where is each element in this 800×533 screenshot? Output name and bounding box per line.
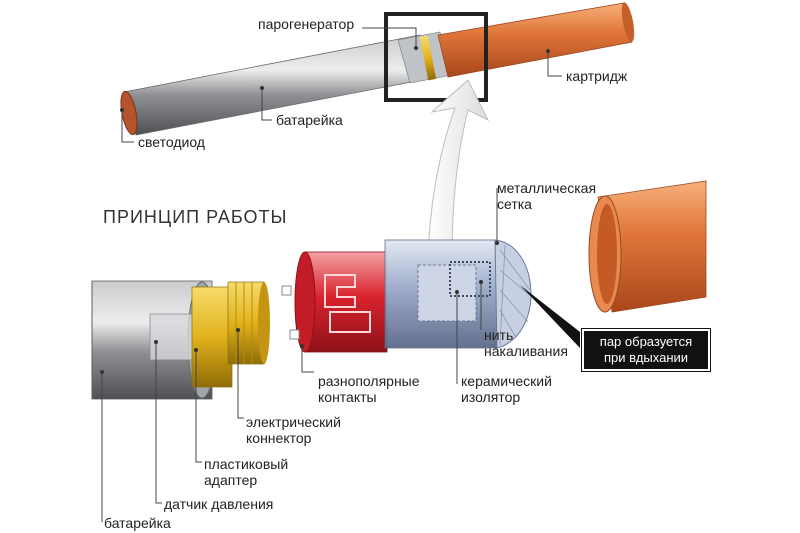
leader-dot	[300, 344, 304, 348]
filament-coil	[449, 261, 491, 297]
leader-lines	[101, 27, 562, 522]
label-battery-top: батарейка	[276, 112, 343, 128]
vapor-callout-pointer	[520, 285, 580, 348]
brass-connector	[191, 281, 270, 388]
leader-led	[121, 110, 134, 143]
leader-dot	[194, 348, 198, 352]
label-ceramic-insulator: керамический изолятор	[461, 373, 552, 405]
connector-end	[258, 282, 270, 364]
red-contact-section	[304, 251, 388, 353]
label-cartridge: картридж	[566, 68, 628, 84]
zoom-box	[384, 12, 488, 102]
top-brass-ring	[419, 35, 437, 81]
leader-battery-top	[261, 88, 272, 121]
leader-dot	[100, 370, 104, 374]
mesh-pattern	[499, 244, 536, 346]
leader-vaporizer	[362, 27, 417, 48]
atomizer	[294, 239, 536, 353]
leader-dot	[455, 290, 459, 294]
leader-adapter	[195, 350, 202, 463]
diagram-heading: ПРИНЦИП РАБОТЫ	[103, 207, 288, 227]
label-contacts: разнополярные контакты	[318, 373, 420, 405]
leader-dot	[154, 340, 158, 344]
label-battery-bottom: батарейка	[104, 515, 171, 531]
label-vaporizer: парогенератор	[258, 16, 355, 32]
contact-pattern	[324, 274, 371, 333]
assembled-cigarette	[120, 2, 635, 136]
leader-dot	[236, 328, 240, 332]
leader-dot	[479, 280, 483, 284]
leader-dots	[100, 46, 550, 374]
vapor-callout: пар образуется при вдыхании	[581, 328, 711, 372]
contact-marker	[289, 329, 300, 340]
plastic-adapter	[191, 286, 233, 388]
leader-connector	[237, 330, 244, 419]
leader-dot	[495, 241, 499, 245]
leader-dot	[120, 108, 124, 112]
leader-dot	[546, 49, 550, 53]
leader-dot	[260, 86, 264, 90]
loose-cartridge	[588, 180, 707, 313]
label-led: светодиод	[138, 134, 205, 150]
leader-cartridge	[547, 51, 562, 77]
atomizer-front	[294, 251, 316, 353]
leader-sensor	[155, 342, 162, 504]
leader-contacts	[301, 346, 314, 373]
loose-cartridge-inner	[597, 204, 617, 304]
zoom-arrow	[427, 79, 490, 259]
label-pressure-sensor: датчик давления	[164, 496, 274, 512]
contact-marker	[281, 285, 292, 296]
ceramic-insulator	[417, 264, 477, 322]
leader-dot	[414, 46, 418, 50]
top-cartridge-end	[621, 2, 635, 42]
label-metal-mesh: металлическая сетка	[497, 180, 597, 212]
label-plastic-adapter: пластиковый адаптер	[204, 456, 289, 488]
label-filament: нить накаливания	[484, 327, 568, 359]
label-electric-connector: электрический коннектор	[246, 414, 341, 446]
